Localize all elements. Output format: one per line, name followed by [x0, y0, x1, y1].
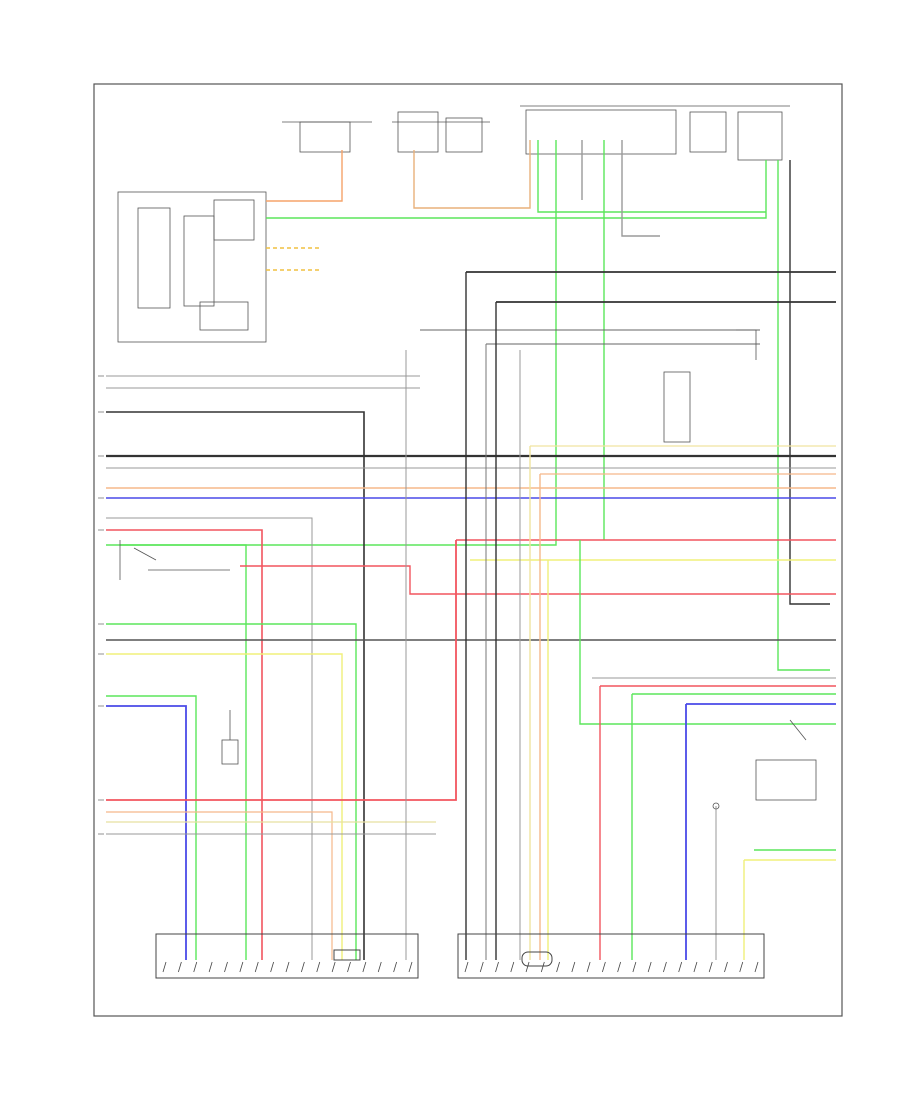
connector-pin	[239, 961, 244, 973]
connector-pin	[270, 961, 275, 973]
connector-pin	[525, 961, 530, 973]
connector-pin	[708, 961, 713, 973]
connector-pin	[571, 961, 576, 973]
connector-pin	[331, 961, 336, 973]
connector-pin	[408, 961, 413, 973]
right-bus	[777, 160, 830, 671]
connector-pin	[285, 961, 290, 973]
top-fuse-block-1	[282, 121, 372, 190]
harness-lines	[106, 271, 836, 960]
connector-pin	[510, 961, 515, 973]
connector-pin	[162, 961, 167, 973]
connector-pin	[316, 961, 321, 973]
diagram-frame	[93, 83, 843, 1017]
left-components	[119, 540, 239, 765]
connector-pin	[663, 961, 667, 973]
connector-pin	[464, 961, 469, 973]
connector-pin	[586, 961, 591, 973]
connector-pin	[647, 961, 652, 973]
connector-pin	[632, 961, 637, 973]
right-components	[663, 329, 817, 810]
connector-pin	[724, 961, 728, 973]
connector-pin	[479, 961, 484, 973]
connector-pin	[193, 961, 198, 973]
connector-pin	[377, 961, 382, 973]
connector-pin	[678, 961, 683, 973]
connector-pin	[393, 961, 398, 973]
connector-pin	[208, 961, 213, 973]
right-bottom-connector	[457, 933, 765, 979]
right-connector-feeds	[405, 272, 836, 960]
connector-pin	[495, 961, 499, 973]
connector-pin	[254, 961, 259, 973]
connector-pin	[601, 961, 606, 973]
connector-pin	[739, 961, 744, 973]
top-relay-block	[520, 105, 790, 161]
connector-pin	[177, 961, 182, 973]
connector-pin	[556, 961, 560, 973]
left-edge-markers	[98, 375, 104, 835]
connector-pin	[300, 961, 305, 973]
connector-pin	[224, 961, 228, 973]
top-fuse-block-2	[392, 111, 490, 153]
upper-wires	[120, 140, 767, 546]
connector-pin	[347, 961, 351, 973]
connector-pin	[617, 961, 622, 973]
upper-left-module	[117, 191, 267, 343]
connector-pin	[754, 961, 759, 973]
connector-pin	[540, 961, 545, 973]
connector-pin	[693, 961, 698, 973]
connector-pin	[362, 961, 367, 973]
left-bottom-connector	[155, 933, 419, 979]
connector-pins	[162, 961, 759, 973]
